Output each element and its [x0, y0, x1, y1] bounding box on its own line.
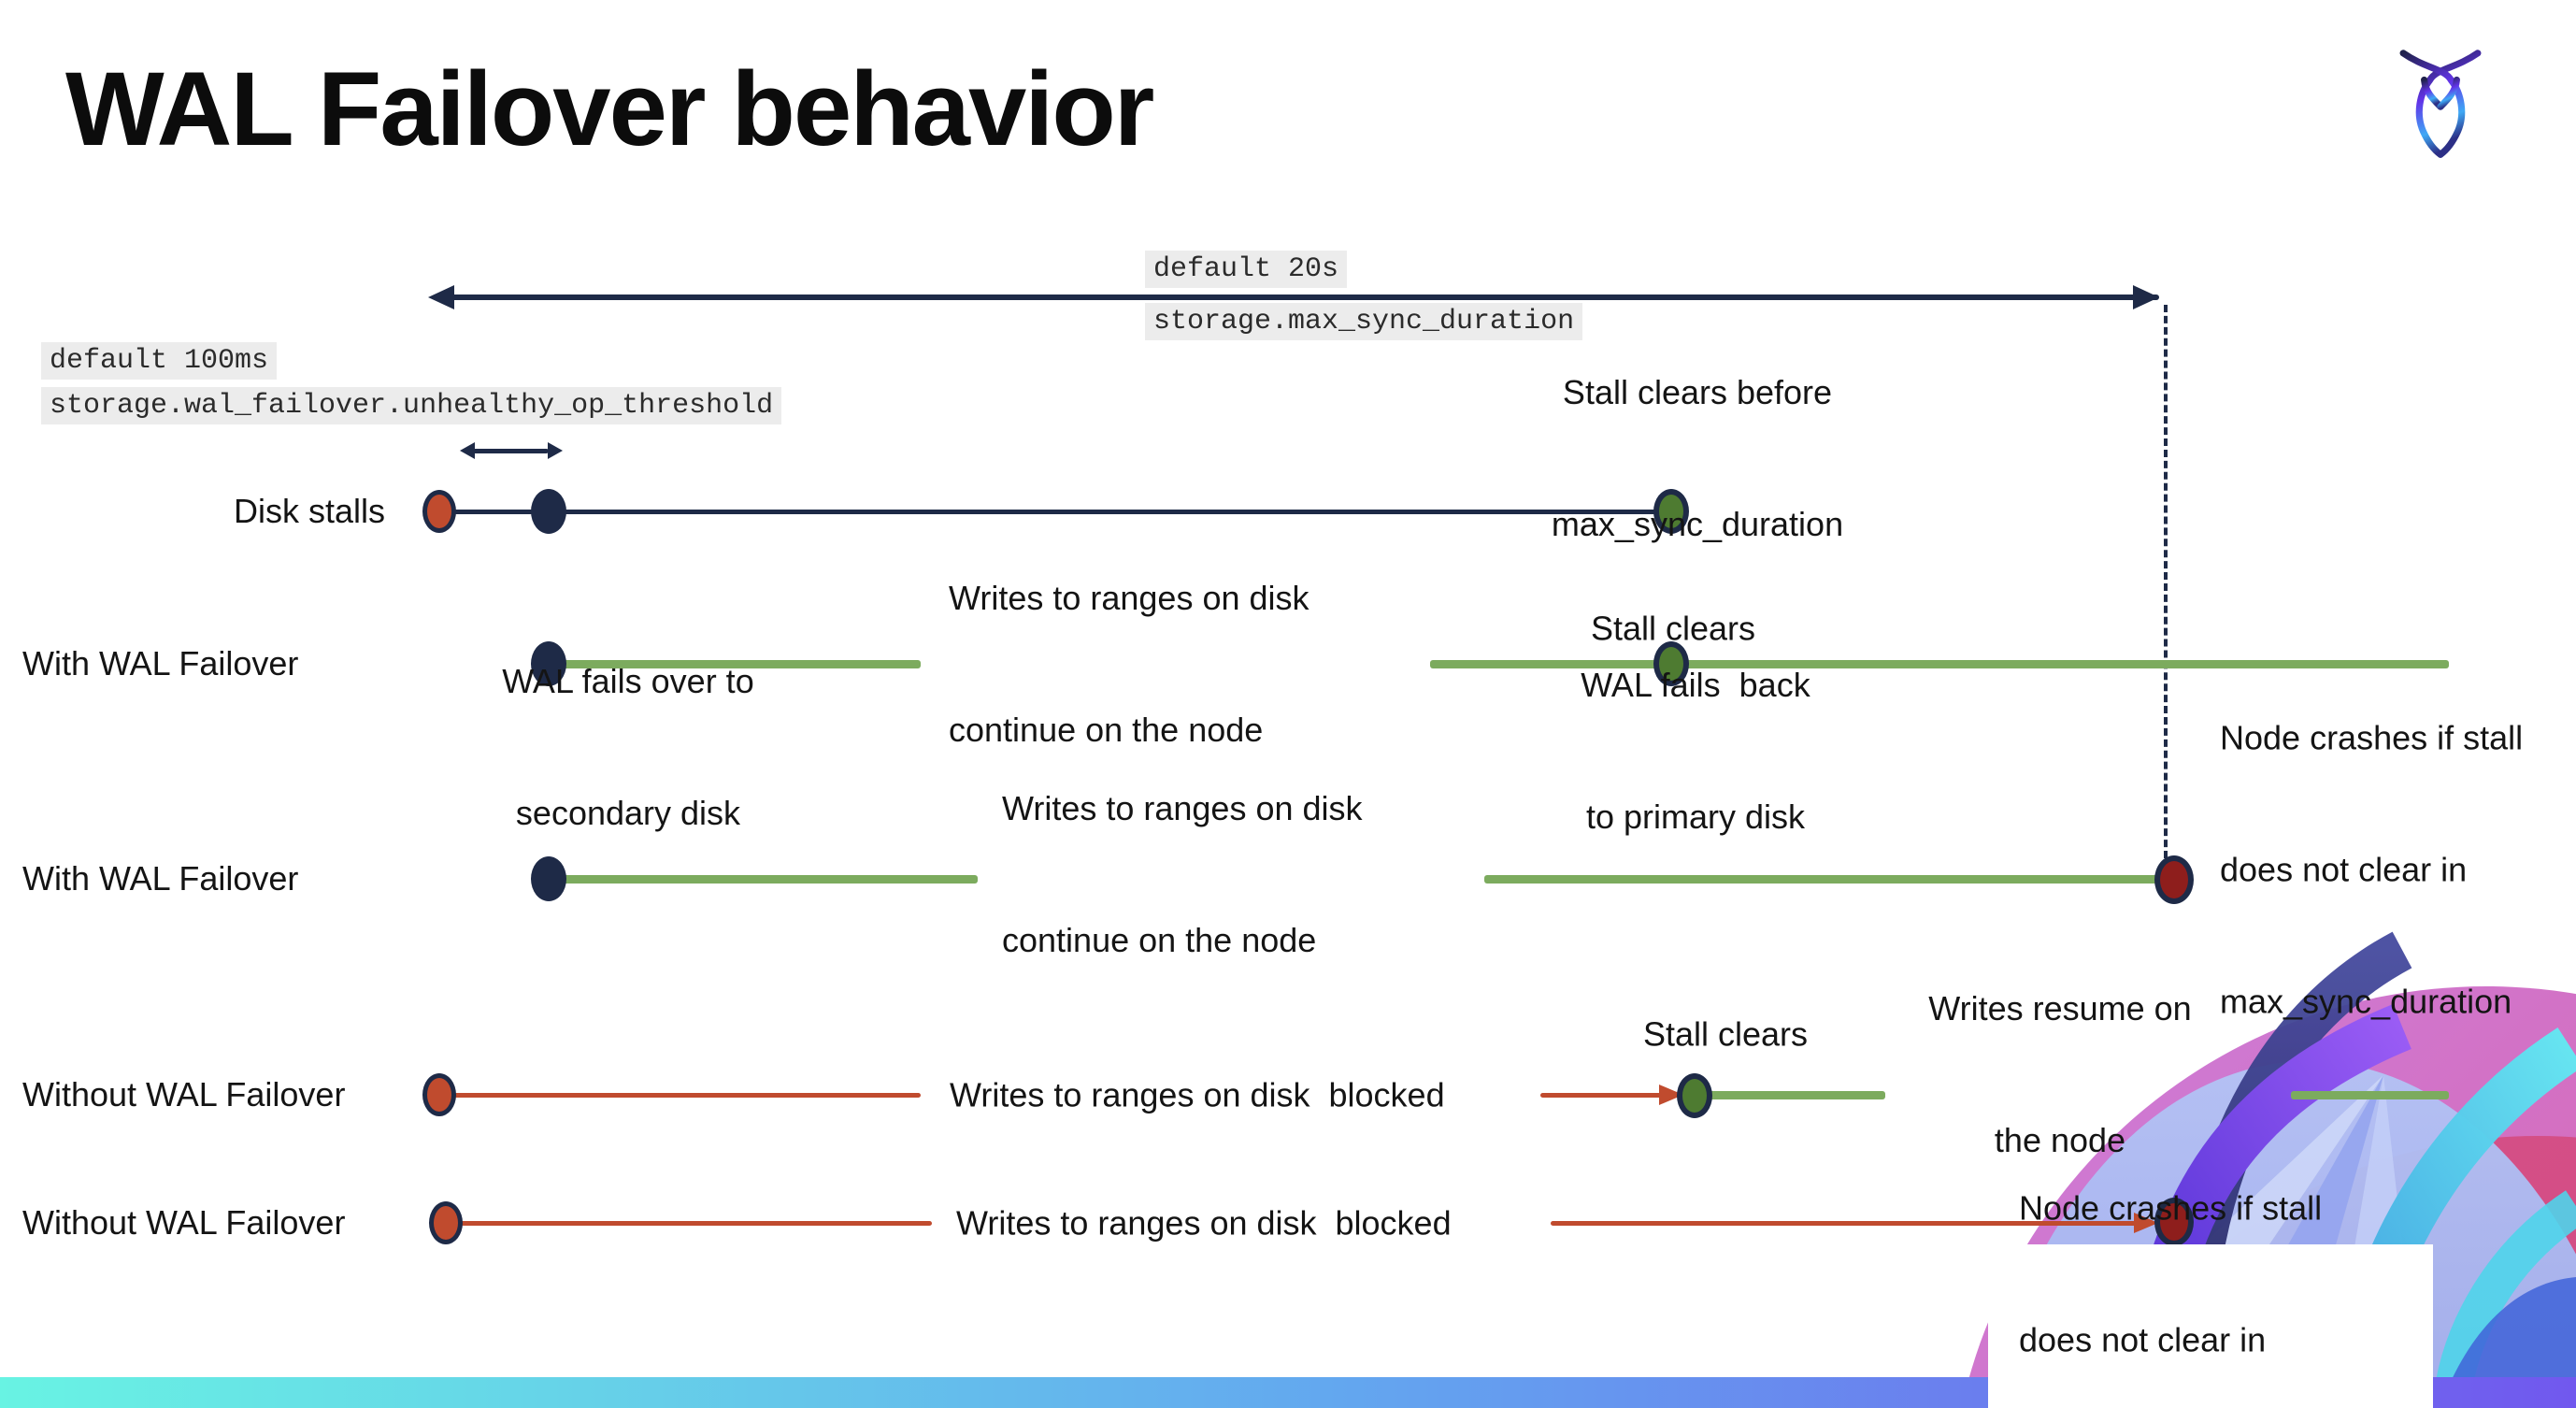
writes-continue-caption-2: Writes to ranges on disk continue on the…: [1002, 789, 1363, 959]
row-label-with-wal-failover-2: With WAL Failover: [22, 859, 299, 898]
small-arrow-right-icon: [548, 442, 563, 459]
stall-clears-dot-2: [1677, 1073, 1712, 1118]
fails-over-caption: WAL fails over to secondary disk: [502, 662, 754, 832]
writes-continue-line-4: [1484, 875, 2174, 884]
stall-clears-dot: [1653, 489, 1689, 534]
threshold-setting-label: storage.wal_failover.unhealthy_op_thresh…: [41, 387, 782, 424]
row-label-disk-stalls: Disk stalls: [234, 492, 386, 530]
row-label-without-wal-failover-2: Without WAL Failover: [22, 1203, 346, 1242]
node-crash-dot-1: [2154, 855, 2194, 904]
arrow-left-icon: [428, 285, 454, 309]
max-sync-default-label: default 20s: [1145, 251, 1348, 288]
disk-stalls-timeline: [439, 510, 1671, 514]
max-sync-duration-arrow-shaft: [441, 295, 2159, 300]
wal-failover-dot: [531, 641, 566, 686]
cockroachdb-logo-icon: [2399, 50, 2482, 158]
writes-blocked-caption-1: Writes to ranges on disk blocked: [950, 1075, 1445, 1114]
max-sync-deadline-dashed-line: [2164, 305, 2168, 858]
page-title: WAL Failover behavior: [65, 50, 1154, 167]
fails-back-dot: [1653, 641, 1689, 686]
row-label-without-wal-failover-1: Without WAL Failover: [22, 1075, 346, 1113]
disk-stall-start-dot: [422, 490, 456, 533]
red-arrow-icon-2: [2134, 1213, 2158, 1233]
threshold-arrow-shaft: [472, 449, 549, 453]
writes-blocked-caption-2: Writes to ranges on disk blocked: [956, 1203, 1452, 1243]
arrow-right-icon: [2133, 285, 2159, 309]
threshold-default-label: default 100ms: [41, 342, 278, 380]
node-crash-card: [1988, 1244, 2433, 1408]
writes-continue-caption-1: Writes to ranges on disk continue on the…: [949, 579, 1309, 749]
disk-stall-start-dot-3: [429, 1201, 463, 1244]
writes-blocked-line-1: [439, 1093, 921, 1098]
writes-resume-line-2: [2291, 1091, 2449, 1099]
fails-back-caption: WAL fails back to primary disk: [1581, 666, 1810, 836]
max-sync-setting-label: storage.max_sync_duration: [1145, 303, 1583, 340]
writes-blocked-line-3: [446, 1221, 932, 1226]
node-crash-caption-1: Node crashes if stall does not clear in …: [2220, 718, 2524, 1021]
writes-continue-line-2: [1430, 660, 2449, 668]
failover-threshold-dot: [531, 489, 566, 534]
writes-resume-caption: Writes resume on the node: [1928, 989, 2192, 1159]
writes-resume-line-1: [1695, 1091, 1885, 1099]
wal-failover-dot-2: [531, 856, 566, 901]
row-label-with-wal-failover-1: With WAL Failover: [22, 644, 299, 682]
stall-clears-before-caption: Stall clears before max_sync_duration: [1551, 373, 1844, 543]
writes-blocked-line-4: [1551, 1221, 2136, 1226]
disk-stall-start-dot-2: [422, 1073, 456, 1116]
writes-continue-line-1: [549, 660, 921, 668]
node-crash-caption-2: Node crashes if stall does not clear in …: [2019, 1188, 2323, 1359]
small-arrow-left-icon: [460, 442, 475, 459]
stall-clears-caption-1: Stall clears: [1590, 609, 1756, 648]
writes-continue-line-3: [549, 875, 978, 884]
stall-clears-caption-2: Stall clears: [1642, 1014, 1809, 1054]
node-crash-dot-2: [2154, 1198, 2194, 1246]
writes-blocked-line-2: [1540, 1093, 1663, 1098]
